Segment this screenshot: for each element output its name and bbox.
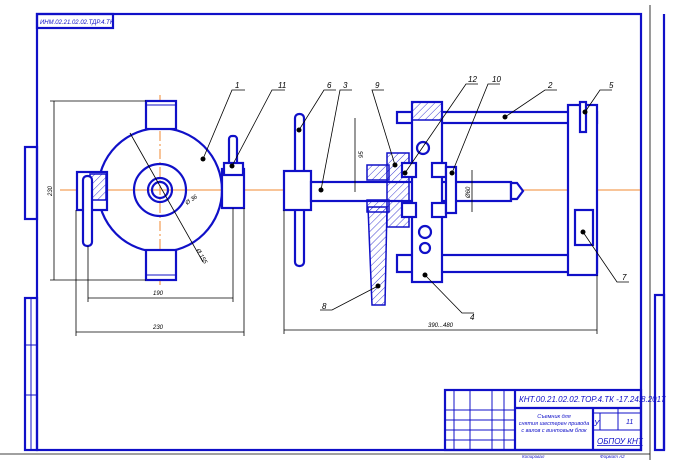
dim-left-width: 230 [152,325,164,331]
top-stamp-box [35,12,115,30]
document-code: КНТ.00.21.02.02.ТОР.4.ТК -17.24.8.2017 [519,395,666,404]
title-line-3: с валов с винтовым блок [521,428,587,434]
format-label: Формат А2 [600,454,625,459]
sheet-frame [0,5,666,460]
dim-grip-dia: Ø60 [466,186,472,199]
part-label-10: 10 [492,75,501,84]
copied-label: Копировал [522,454,545,459]
dim-left-height: 230 [48,185,54,197]
part-label-9: 9 [375,81,380,90]
top-stamp-text: ИНМ.02.21.02.02.ТДР.4.ТК [40,20,114,26]
title-block [443,388,643,452]
organization: ОБПОУ КНТ [597,437,644,446]
title-line-2: снятия шестерен привода [519,421,590,427]
part-label-5: 5 [609,81,614,90]
plate [410,100,444,284]
part-markers [229,109,588,289]
part-label-1: 1 [235,81,239,90]
part-label-2: 2 [547,81,553,90]
part-label-11: 11 [278,81,286,90]
side-view [282,100,599,334]
part-label-8: 8 [322,302,327,311]
part-label-3: 3 [343,81,348,90]
part-label-4: 4 [470,313,475,322]
dim-length: 390...480 [428,323,454,329]
dim-reach: 95 [359,151,365,158]
leader-lines [202,83,629,314]
part-label-12: 12 [468,75,477,84]
part-label-7: 7 [622,273,627,282]
front-view [50,95,640,336]
dim-body-dia: Ø 155 [194,247,208,266]
sheet-count: 11 [626,419,633,426]
lever [367,206,388,306]
part-label-6: 6 [327,81,332,90]
letter: У [593,419,600,428]
part-labels: 1 11 6 3 9 12 10 2 5 7 4 8 [235,75,627,322]
dim-left-inner-width: 190 [153,291,164,297]
right-bracket [566,103,599,277]
left-stamp-upper [23,145,39,221]
handle-block [282,169,313,212]
title-line-1: Съемник для [537,414,571,420]
